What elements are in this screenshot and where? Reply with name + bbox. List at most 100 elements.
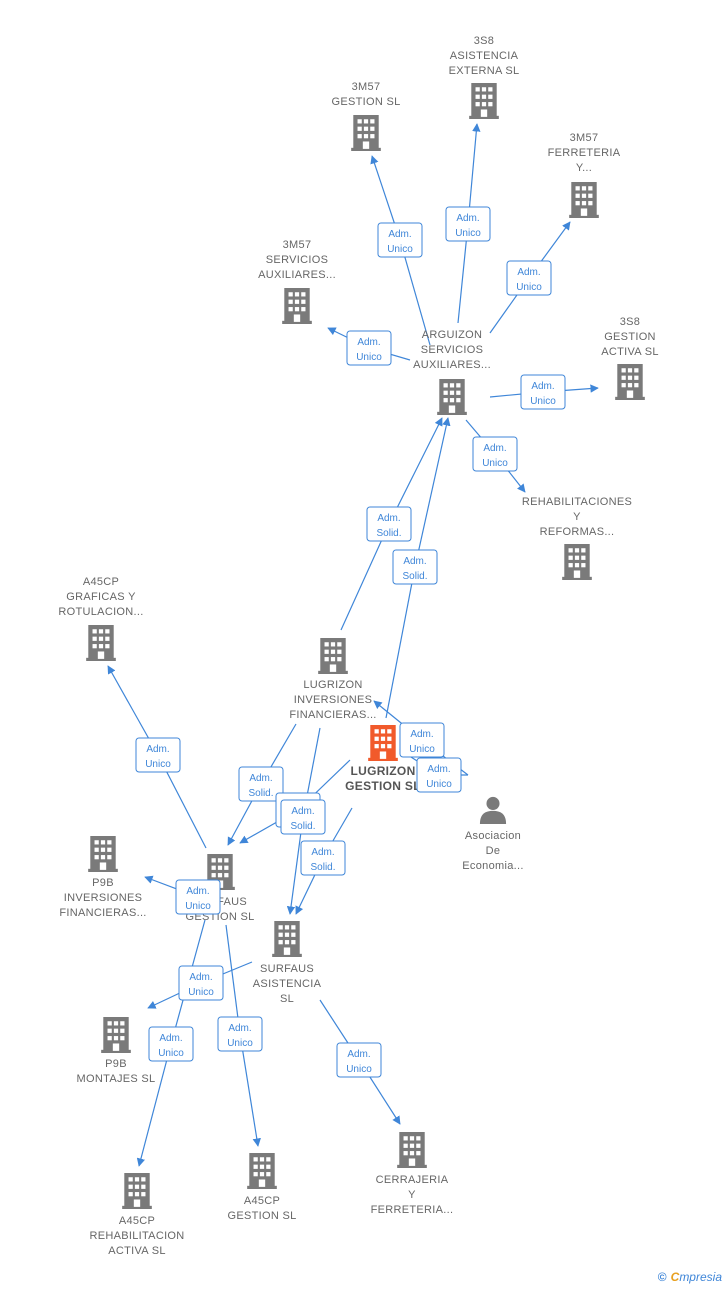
relation-badge[interactable]: Adm.Unico [346, 330, 392, 366]
node-label-line: SERVICIOS [421, 344, 483, 356]
node-label-line: SERVICIOS [266, 254, 328, 266]
node-np9bi[interactable]: P9BINVERSIONESFINANCIERAS... [59, 836, 146, 919]
badge-label-line: Adm. [483, 443, 506, 454]
badge-label-line: Unico [185, 901, 211, 912]
node-label-line: GESTION SL [345, 779, 421, 793]
badge-box [366, 506, 412, 542]
node-label-line: 3S8 [620, 316, 640, 328]
relation-badge[interactable]: Adm.Unico [135, 737, 181, 773]
node-label-line: REFORMAS... [540, 526, 615, 538]
company-icon [437, 379, 467, 415]
node-label-line: FINANCIERAS... [59, 907, 146, 919]
relation-badge[interactable]: Adm.Unico [416, 757, 462, 793]
node-label-line: SL [280, 993, 294, 1005]
company-icon [615, 364, 645, 400]
company-icon [469, 83, 499, 119]
node-nlinv[interactable]: LUGRIZONINVERSIONESFINANCIERAS... [289, 638, 376, 721]
edge-arrow [414, 417, 451, 568]
node-label-line: FERRETERIA... [371, 1204, 454, 1216]
badge-label-line: Adm. [357, 337, 380, 348]
relation-badge[interactable]: Adm.Unico [178, 965, 224, 1001]
node-n3m57f[interactable]: 3M57FERRETERIAY... [548, 132, 621, 218]
node-label-line: 3M57 [352, 81, 381, 93]
badge-label-line: Solid. [310, 862, 335, 873]
node-label-line: GRAFICAS Y [66, 591, 136, 603]
node-label-line: ACTIVA SL [108, 1245, 166, 1257]
relation-badge[interactable]: Adm.Unico [148, 1026, 194, 1062]
node-label-line: A45CP [83, 576, 119, 588]
brand-logo: ©Cmpresia [658, 1270, 722, 1284]
badge-label-line: Adm. [388, 229, 411, 240]
company-icon [122, 1173, 152, 1209]
node-label-line: 3M57 [570, 132, 599, 144]
node-label-line: REHABILITACIONES [522, 496, 632, 508]
node-label-line: REHABILITACION [89, 1230, 184, 1242]
badge-label-line: Unico [346, 1064, 372, 1075]
badge-box [280, 799, 326, 835]
node-label-line: AUXILIARES... [258, 269, 336, 281]
badge-label-line: Unico [145, 759, 171, 770]
node-ncerr[interactable]: CERRAJERIAYFERRETERIA... [371, 1132, 454, 1216]
node-narg[interactable]: ARGUIZON SERVICIOS AUXILIARES... [413, 329, 491, 415]
node-label-line: ASISTENCIA [253, 978, 322, 990]
relation-badge[interactable]: Adm.Unico [506, 260, 552, 296]
badges-layer: Adm.UnicoAdm.UnicoAdm.UnicoAdm.UnicoAdm.… [135, 206, 566, 1078]
brand-initial: C [670, 1270, 680, 1284]
company-icon [88, 836, 118, 872]
relation-badge[interactable]: Adm.Solid. [280, 799, 326, 835]
node-label-line: A45CP [244, 1195, 280, 1207]
badge-box [135, 737, 181, 773]
relation-badge[interactable]: Adm.Unico [336, 1042, 382, 1078]
badge-label-line: Unico [455, 228, 481, 239]
badge-label-line: Solid. [248, 788, 273, 799]
node-nasoc[interactable]: AsociacionDeEconomia... [462, 796, 523, 872]
node-label-line: MONTAJES SL [77, 1073, 156, 1085]
badge-box [506, 260, 552, 296]
relation-badge[interactable]: Adm. Unico [445, 206, 491, 242]
badge-box [217, 1016, 263, 1052]
badge-box [300, 840, 346, 876]
badge-label-line: Unico [426, 779, 452, 790]
badge-label-line: Unico [530, 396, 556, 407]
relation-badge[interactable]: Adm.Unico [175, 879, 221, 915]
badge-label-line: Adm. [517, 267, 540, 278]
relation-badge[interactable]: Adm.Solid. [366, 506, 412, 542]
node-label-line: 3M57 [283, 239, 312, 251]
badge-box [178, 965, 224, 1001]
relation-badge[interactable]: Adm.Unico [217, 1016, 263, 1052]
relation-badge[interactable]: Adm.Unico [399, 722, 445, 758]
relation-badge[interactable]: Adm.Solid. [238, 766, 284, 802]
badge-label-line: Adm. [456, 213, 479, 224]
relation-badge[interactable]: Adm.Unico [377, 222, 423, 258]
node-label-line: AUXILIARES... [413, 359, 491, 371]
badge-label-line: Adm. [291, 806, 314, 817]
badge-label-line: Unico [409, 744, 435, 755]
relation-badge[interactable]: Adm.Solid. [392, 549, 438, 585]
node-label-line: INVERSIONES [294, 694, 373, 706]
node-label-line: ARGUIZON [422, 329, 482, 341]
badge-box [238, 766, 284, 802]
edge-line [385, 566, 416, 719]
company-icon [351, 115, 381, 151]
badge-label-line: Adm. [531, 381, 554, 392]
relation-badge[interactable]: Adm. Unico [520, 374, 566, 410]
relation-badge[interactable]: Adm.Unico [472, 436, 518, 472]
badge-box [445, 206, 491, 242]
badge-label-line: Adm. [228, 1023, 251, 1034]
company-icon [282, 288, 312, 324]
node-label-line: Asociacion [465, 830, 521, 842]
node-nrehab[interactable]: REHABILITACIONESYREFORMAS... [522, 496, 632, 580]
relation-badge[interactable]: Adm.Solid. [300, 840, 346, 876]
brand-name: mpresia [679, 1270, 722, 1284]
badge-box [346, 330, 392, 366]
